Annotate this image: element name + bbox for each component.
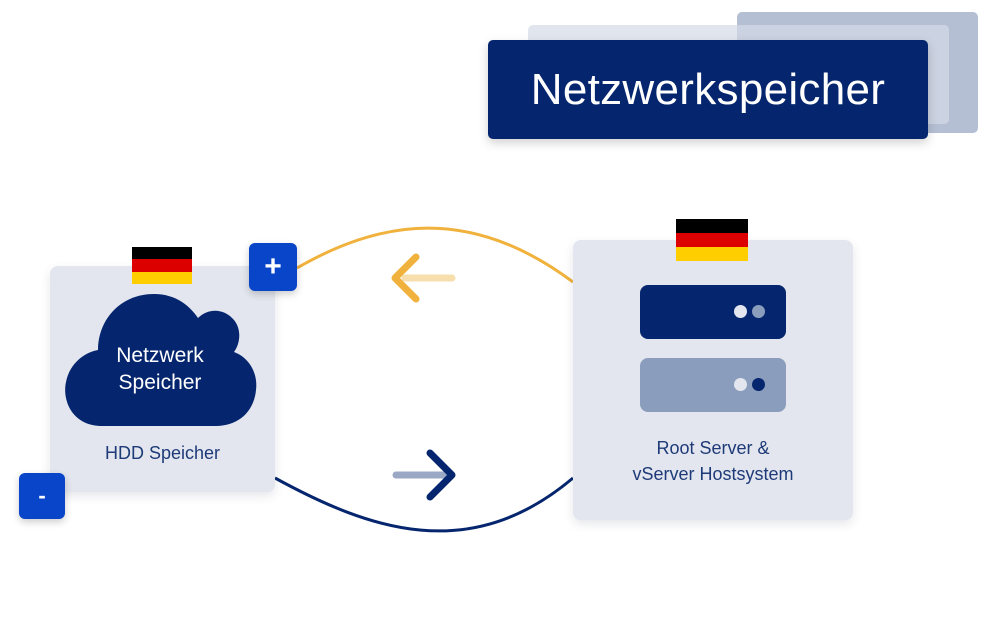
cloud-icon	[65, 294, 257, 426]
server-unit-2-icon	[640, 358, 786, 412]
server-label: Root Server & vServer Hostsystem	[573, 435, 853, 487]
server-led-1	[734, 305, 747, 318]
server-unit-1-icon	[640, 285, 786, 339]
bottom-connector-curve	[274, 476, 574, 533]
add-storage-button[interactable]: +	[249, 243, 297, 291]
top-connector-curve	[296, 226, 574, 284]
cloud-label-line2: Speicher	[118, 371, 202, 394]
server-led-2	[752, 378, 765, 391]
server-led-2	[752, 305, 765, 318]
left-arrow-icon	[391, 253, 456, 303]
germany-flag-icon	[132, 247, 192, 284]
cloud-label-line1: Netzwerk	[116, 344, 204, 367]
cloud-label: Netzwerk Speicher	[62, 342, 258, 396]
server-label-line1: Root Server &	[656, 438, 770, 458]
server-label-line2: vServer Hostsystem	[632, 464, 794, 484]
remove-storage-button[interactable]: -	[19, 473, 65, 519]
germany-flag-icon	[676, 219, 748, 261]
hdd-storage-label: HDD Speicher	[104, 443, 221, 463]
right-arrow-icon	[392, 449, 456, 501]
server-led-1	[734, 378, 747, 391]
page-title: Netzwerkspeicher	[488, 40, 928, 139]
